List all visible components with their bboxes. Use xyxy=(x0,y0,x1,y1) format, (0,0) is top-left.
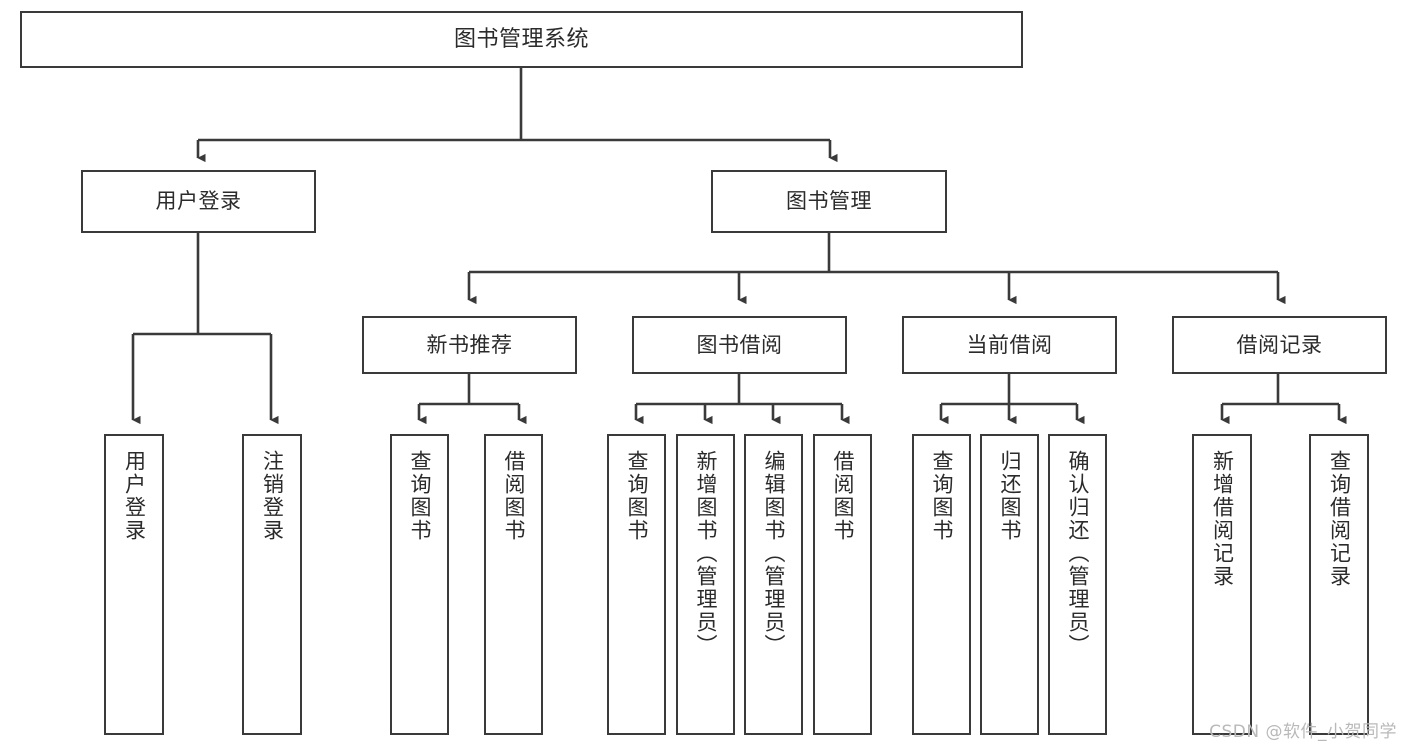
node-label: 用户登录 xyxy=(155,189,242,214)
node-book-manage[interactable]: 图书管理 xyxy=(711,170,947,233)
leaf-query-borrow-record[interactable]: 查询借阅记录 xyxy=(1309,434,1369,735)
node-label: 用户登录 xyxy=(122,450,147,542)
leaf-add-borrow-record[interactable]: 新增借阅记录 xyxy=(1192,434,1252,735)
leaf-confirm-return[interactable]: 确认归还（管理员） xyxy=(1048,434,1107,735)
leaf-borrow-book-recommend[interactable]: 借阅图书 xyxy=(484,434,543,735)
leaf-user-logout[interactable]: 注销登录 xyxy=(242,434,302,735)
watermark-text: CSDN @软件_小贺同学 xyxy=(1209,722,1397,742)
node-root-system[interactable]: 图书管理系统 xyxy=(20,11,1023,68)
node-label: 图书管理 xyxy=(786,189,872,214)
node-label: 查询图书 xyxy=(408,450,432,542)
leaf-query-book-current[interactable]: 查询图书 xyxy=(912,434,971,735)
node-label: 当前借阅 xyxy=(966,332,1053,357)
leaf-add-book[interactable]: 新增图书（管理员） xyxy=(676,434,735,735)
leaf-user-login[interactable]: 用户登录 xyxy=(104,434,164,735)
node-label: 查询借阅记录 xyxy=(1327,450,1352,588)
node-new-book-recommend[interactable]: 新书推荐 xyxy=(362,316,577,374)
node-label: 图书管理系统 xyxy=(453,26,589,52)
leaf-edit-book[interactable]: 编辑图书（管理员） xyxy=(744,434,803,735)
node-label: 注销登录 xyxy=(260,450,285,542)
node-current-borrow[interactable]: 当前借阅 xyxy=(902,316,1117,374)
node-label: 查询图书 xyxy=(625,450,649,542)
node-borrow-record[interactable]: 借阅记录 xyxy=(1172,316,1387,374)
leaf-query-book-recommend[interactable]: 查询图书 xyxy=(390,434,449,735)
leaf-query-book-borrow[interactable]: 查询图书 xyxy=(607,434,666,735)
node-label: 新增借阅记录 xyxy=(1210,450,1235,588)
node-label: 确认归还（管理员） xyxy=(1066,450,1090,657)
leaf-return-book[interactable]: 归还图书 xyxy=(980,434,1039,735)
node-label: 借阅图书 xyxy=(831,450,855,542)
node-label: 借阅图书 xyxy=(502,450,526,542)
node-label: 查询图书 xyxy=(930,450,954,542)
node-book-borrow[interactable]: 图书借阅 xyxy=(632,316,847,374)
node-label: 新书推荐 xyxy=(426,332,513,357)
node-user-login[interactable]: 用户登录 xyxy=(81,170,316,233)
node-label: 归还图书 xyxy=(998,450,1022,542)
node-label: 编辑图书（管理员） xyxy=(762,450,786,657)
leaf-borrow-book[interactable]: 借阅图书 xyxy=(813,434,872,735)
node-label: 图书借阅 xyxy=(696,332,783,357)
node-label: 新增图书（管理员） xyxy=(694,450,718,657)
node-label: 借阅记录 xyxy=(1236,332,1323,357)
